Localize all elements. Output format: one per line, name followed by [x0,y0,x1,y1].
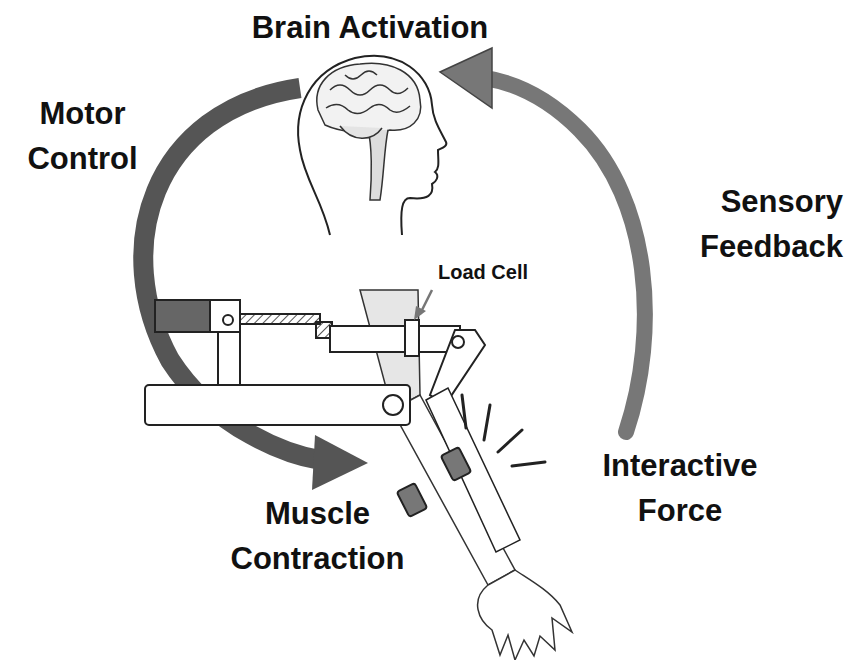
sensory-feedback-label: Sensory Feedback [671,180,843,270]
motor-control-arrow [143,88,368,490]
muscle-contraction-label: Muscle Contraction [210,492,425,582]
title-label: Brain Activation [200,6,540,51]
load-cell-label: Load Cell [438,258,558,287]
sensory-feedback-arrow [440,48,645,432]
load-cell-leader [414,290,432,320]
brain [317,63,421,200]
impact-lines [462,395,545,466]
head-profile [298,56,446,235]
motor-control-label: Motor Control [10,92,155,182]
interactive-force-label: Interactive Force [580,444,780,534]
